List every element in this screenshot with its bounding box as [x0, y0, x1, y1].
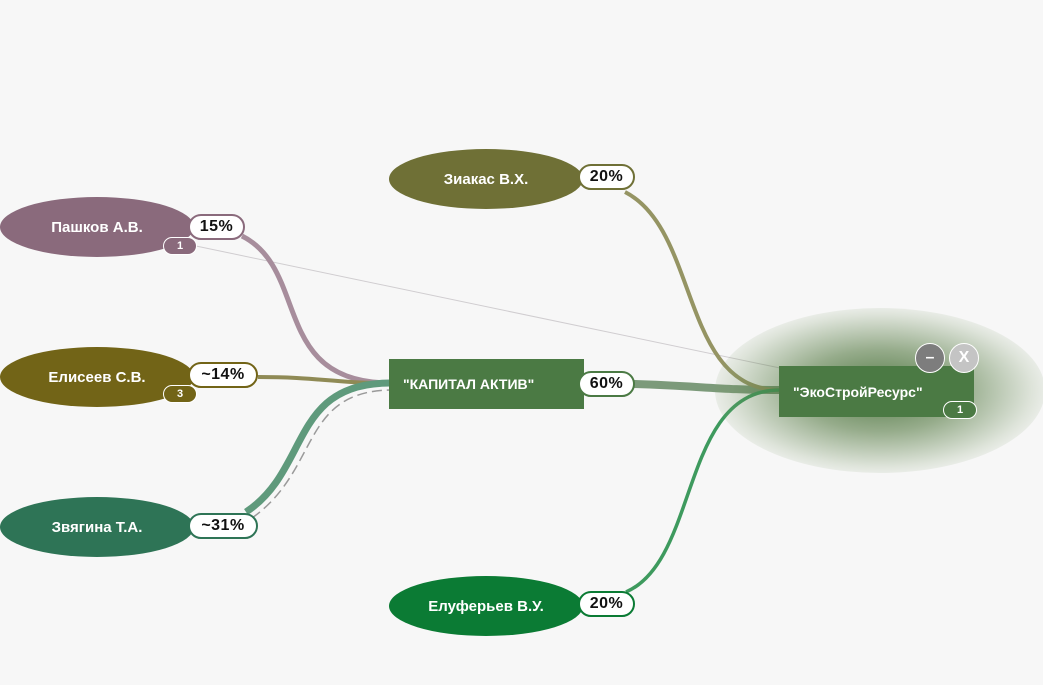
person-name: Елисеев С.В. — [48, 368, 146, 386]
person-name: Звягина Т.А. — [51, 518, 143, 536]
person-node-pashkov[interactable]: Пашков А.В. — [0, 197, 194, 257]
person-name: Елуферьев В.У. — [428, 597, 544, 615]
count-badge-pashkov[interactable]: 1 — [163, 237, 197, 255]
person-node-zvyagina[interactable]: Звягина Т.А. — [0, 497, 194, 557]
link-pashkov-kapital — [240, 233, 391, 386]
person-node-ziakas[interactable]: Зиакас В.Х. — [389, 149, 583, 209]
person-node-eluferev[interactable]: Елуферьев В.У. — [389, 576, 583, 636]
company-node-kapital-aktiv[interactable]: "КАПИТАЛ АКТИВ" — [389, 359, 584, 409]
company-name: "КАПИТАЛ АКТИВ" — [403, 376, 535, 392]
company-name: "ЭкоСтройРесурс" — [793, 383, 923, 400]
person-node-eliseev[interactable]: Елисеев С.В. — [0, 347, 194, 407]
close-button[interactable]: X — [949, 343, 979, 373]
share-label-eliseev[interactable]: ~14% — [188, 362, 258, 388]
link-zvyagina-kapital-dashed — [251, 389, 391, 519]
minus-icon: – — [925, 349, 935, 366]
person-name: Пашков А.В. — [51, 218, 143, 236]
share-label-eluferev[interactable]: 20% — [578, 591, 635, 617]
link-pashkov-ecostroy-thin — [195, 245, 781, 369]
share-label-kapital-aktiv[interactable]: 60% — [578, 371, 635, 397]
count-badge-eliseev[interactable]: 3 — [163, 385, 197, 403]
person-name: Зиакас В.Х. — [443, 170, 529, 188]
link-zvyagina-kapital — [244, 379, 391, 515]
share-label-zvyagina[interactable]: ~31% — [188, 513, 258, 539]
share-label-pashkov[interactable]: 15% — [188, 214, 245, 240]
close-icon: X — [958, 349, 970, 366]
collapse-button[interactable]: – — [915, 343, 945, 373]
share-label-ziakas[interactable]: 20% — [578, 164, 635, 190]
company-node-ecostroyresurs[interactable]: "ЭкоСтройРесурс" — [779, 366, 974, 417]
count-badge-ecostroyresurs[interactable]: 1 — [943, 401, 977, 419]
